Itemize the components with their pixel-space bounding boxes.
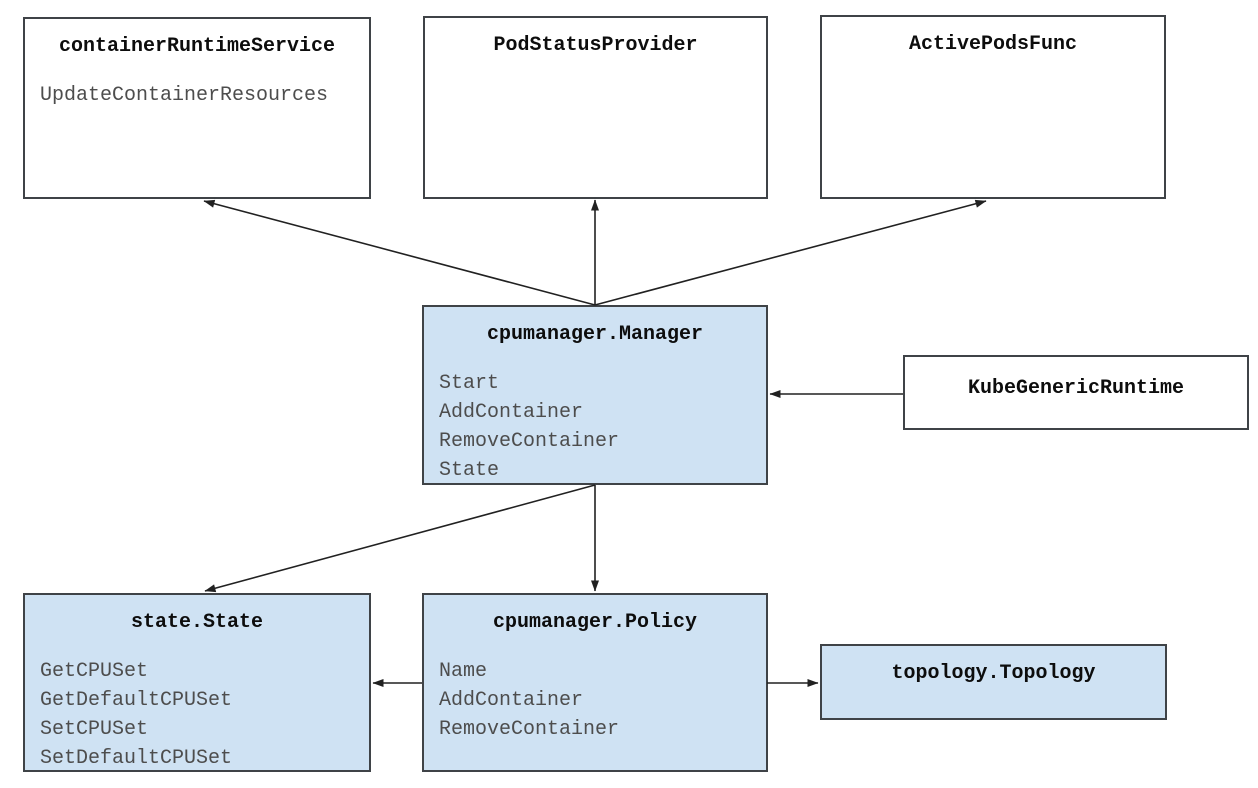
node-title: cpumanager.Manager <box>486 323 704 346</box>
member-line: Name <box>439 660 488 683</box>
node-title: topology.Topology <box>891 662 1096 685</box>
arrow-manager-to-containerruntimeservice <box>203 199 596 306</box>
arrow-manager-to-statestate <box>204 484 596 593</box>
node-container-runtime-service: containerRuntimeService UpdateContainerR… <box>23 17 371 199</box>
member-line: UpdateContainerResources <box>40 84 329 107</box>
node-members: UpdateContainerResources <box>25 81 369 110</box>
node-title: state.State <box>130 611 264 634</box>
node-topology-topology: topology.Topology <box>820 644 1167 720</box>
member-line: Start <box>439 372 500 395</box>
member-line: SetDefaultCPUSet <box>40 747 233 770</box>
member-line: AddContainer <box>439 401 584 424</box>
node-members: Start AddContainer RemoveContainer State <box>424 369 766 485</box>
node-kube-generic-runtime: KubeGenericRuntime <box>903 355 1249 430</box>
node-title: containerRuntimeService <box>58 35 336 58</box>
member-line: State <box>439 459 500 482</box>
node-title: KubeGenericRuntime <box>967 377 1185 400</box>
node-members: Name AddContainer RemoveContainer <box>424 657 766 744</box>
member-line: SetCPUSet <box>40 718 149 741</box>
node-pod-status-provider: PodStatusProvider <box>423 16 768 199</box>
node-title: ActivePodsFunc <box>908 33 1078 56</box>
node-title: cpumanager.Policy <box>492 611 698 634</box>
arrow-manager-to-activepodsfunc <box>594 199 987 306</box>
node-cpumanager-manager: cpumanager.Manager Start AddContainer Re… <box>422 305 768 485</box>
node-cpumanager-policy: cpumanager.Policy Name AddContainer Remo… <box>422 593 768 772</box>
member-line: GetCPUSet <box>40 660 149 683</box>
member-line: AddContainer <box>439 689 584 712</box>
member-line: GetDefaultCPUSet <box>40 689 233 712</box>
member-line: RemoveContainer <box>439 430 620 453</box>
node-active-pods-func: ActivePodsFunc <box>820 15 1166 199</box>
member-line: RemoveContainer <box>439 718 620 741</box>
node-members: GetCPUSet GetDefaultCPUSet SetCPUSet Set… <box>25 657 369 773</box>
node-title: PodStatusProvider <box>493 34 698 57</box>
node-state-state: state.State GetCPUSet GetDefaultCPUSet S… <box>23 593 371 772</box>
